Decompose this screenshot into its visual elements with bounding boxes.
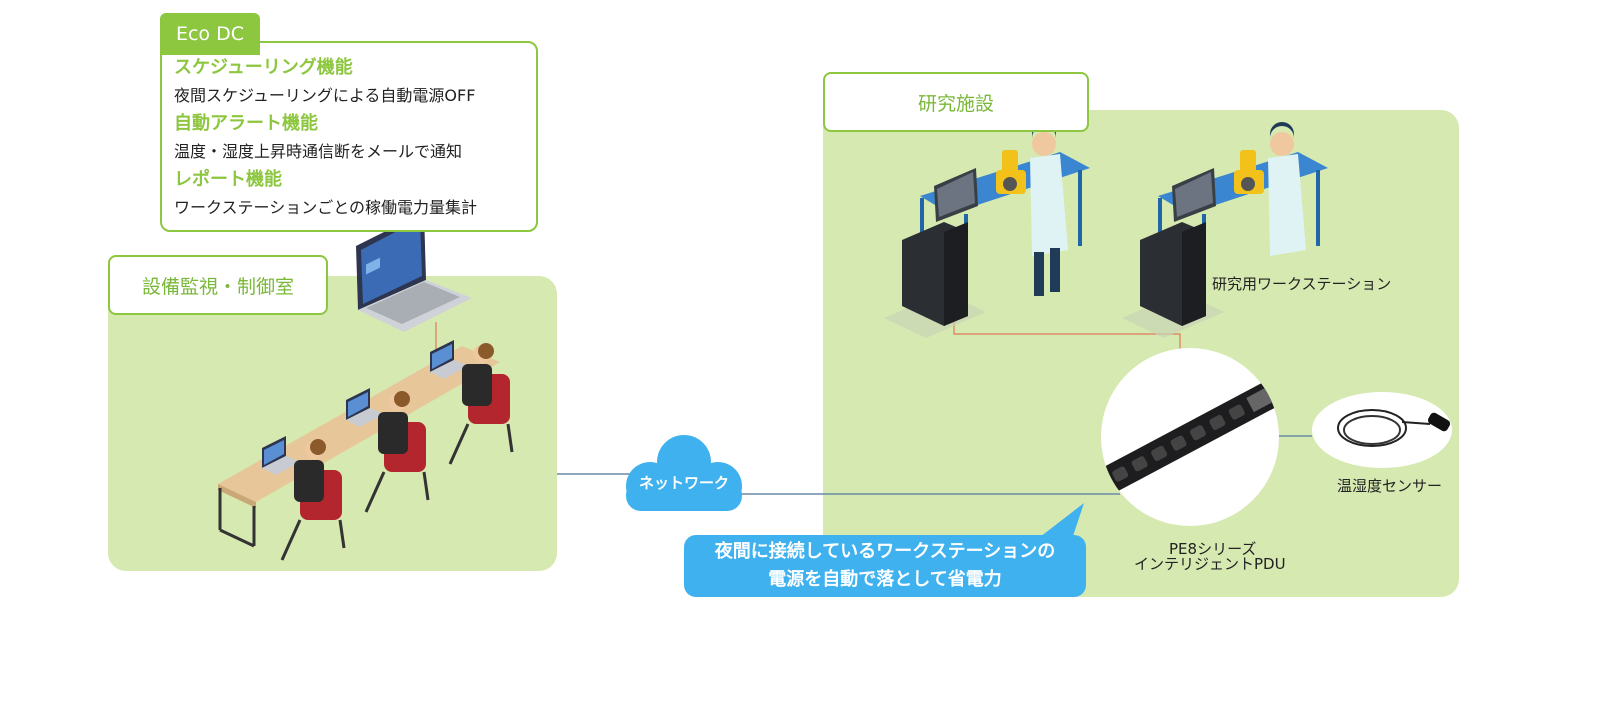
- callout-line-2: 電源を自動で落として省電力: [768, 569, 1002, 590]
- power-line: [953, 320, 1181, 350]
- sensor-caption: 温湿度センサー: [1337, 477, 1443, 495]
- admin-laptop-icon: [356, 212, 472, 332]
- workstation-caption: 研究用ワークステーション: [1212, 275, 1392, 293]
- sensor-cable-icon: [1337, 409, 1451, 447]
- eco-dc-feature-panel: スケジューリング機能 夜間スケジューリングによる自動電源OFF 自動アラート機能…: [160, 41, 538, 232]
- control-room-label: 設備監視・制御室: [108, 255, 328, 315]
- pdu-icon: [1101, 380, 1279, 494]
- eco-dc-tab: Eco DC: [160, 13, 260, 55]
- microscope-icon: [1234, 150, 1264, 194]
- lab-zone: [823, 110, 1459, 597]
- callout-line-1: 夜間に接続しているワークステーションの: [714, 541, 1056, 562]
- power-saving-callout: 夜間に接続しているワークステーションの 電源を自動で落として省電力: [684, 535, 1086, 597]
- feature-scheduling-desc: 夜間スケジューリングによる自動電源OFF: [174, 86, 476, 105]
- pdu-caption-line2: インテリジェントPDU: [1134, 555, 1286, 573]
- pdu-caption-line1: PE8シリーズ: [1169, 540, 1257, 558]
- operators-desk-icon: [218, 340, 514, 561]
- lab-workstation-1-icon: [884, 122, 1090, 338]
- feature-alert-title: 自動アラート機能: [174, 113, 318, 134]
- scientist-icon: [1268, 122, 1306, 256]
- callout-tail: [1040, 503, 1084, 545]
- microscope-icon: [996, 150, 1026, 194]
- feature-scheduling-title: スケジューリング機能: [174, 57, 353, 78]
- feature-report-title: レポート機能: [174, 169, 282, 190]
- network-cloud-icon: [626, 435, 742, 511]
- lab-workstation-2-icon: [1122, 122, 1328, 338]
- sensor-image: [1312, 392, 1452, 468]
- lab-label: 研究施設: [823, 72, 1089, 132]
- network-label: ネットワーク: [638, 474, 729, 492]
- scientist-icon: [1030, 122, 1068, 296]
- feature-report-desc: ワークステーションごとの稼働電力量集計: [174, 198, 478, 217]
- feature-alert-desc: 温度・湿度上昇時通信断をメールで通知: [174, 142, 463, 161]
- pdu-image: [1101, 348, 1279, 526]
